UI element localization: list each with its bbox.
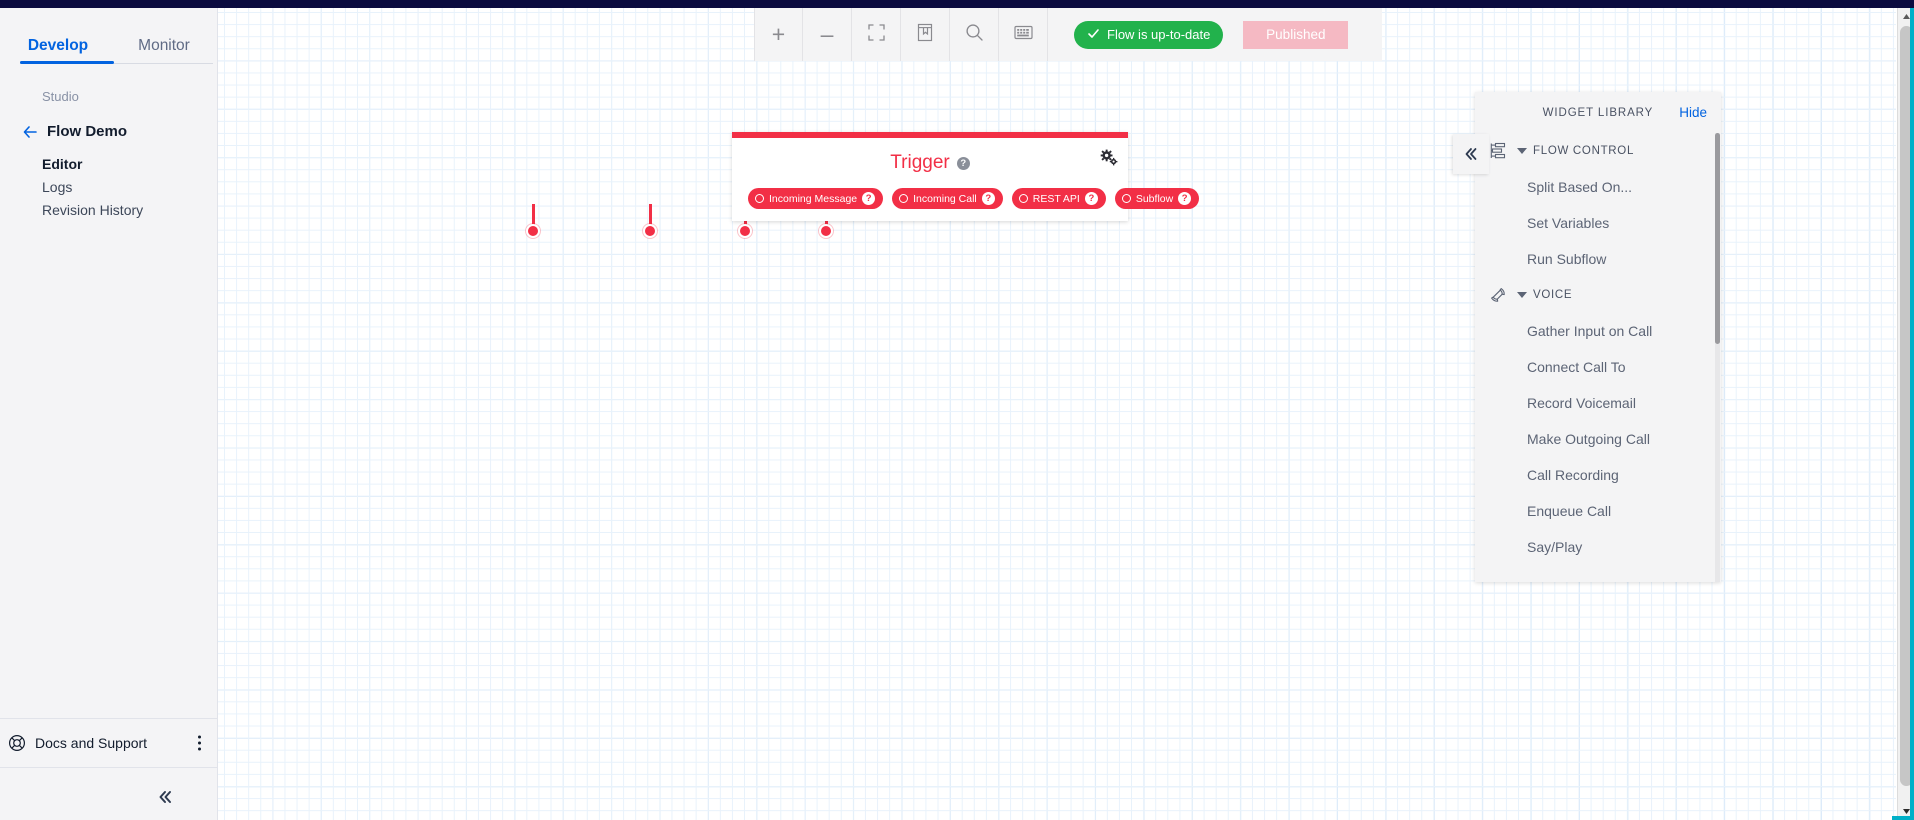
widget-title-text: Trigger [890, 152, 950, 173]
widget-title: Trigger ? [732, 152, 1128, 174]
phone-icon [1489, 286, 1507, 304]
window-edge-highlight-bottom [1892, 816, 1914, 820]
widget-library-collapse-button[interactable] [1453, 134, 1489, 174]
connector-line [531, 204, 535, 236]
question-mark-icon[interactable]: ? [1178, 192, 1192, 205]
library-item-split-based-on[interactable]: Split Based On... [1527, 179, 1633, 195]
check-icon [1087, 27, 1100, 43]
sidebar-collapse-button[interactable] [155, 787, 175, 807]
tab-monitor[interactable]: Monitor [138, 37, 190, 54]
caret-down-icon [1517, 292, 1527, 298]
docs-and-support-label: Docs and Support [35, 735, 148, 751]
minus-icon: – [820, 21, 834, 47]
library-item-say-play[interactable]: Say/Play [1527, 539, 1583, 555]
question-mark-icon[interactable]: ? [1084, 192, 1098, 205]
docs-and-support-row[interactable]: Docs and Support [0, 718, 217, 768]
circle-outline-icon [1121, 194, 1131, 203]
library-section-flow-control[interactable]: FLOW CONTROL [1475, 133, 1721, 169]
app-top-bar [0, 0, 1914, 8]
library-section-label: FLOW CONTROL [1533, 145, 1635, 157]
library-item-make-outgoing-call[interactable]: Make Outgoing Call [1527, 431, 1650, 447]
breadcrumb-studio: Studio [42, 89, 79, 104]
pill-label: REST API [1032, 192, 1080, 205]
circle-outline-icon [1018, 194, 1028, 203]
widget-library-hide-button[interactable]: Hide [1679, 105, 1707, 120]
window-edge-highlight [1910, 8, 1914, 820]
sidebar-tabs: Develop Monitor [0, 8, 217, 64]
connector-line [648, 204, 652, 236]
pill-label: Subflow [1135, 192, 1174, 205]
library-section-voice[interactable]: VOICE [1475, 277, 1721, 313]
tab-develop[interactable]: Develop [27, 37, 89, 54]
gears-icon[interactable] [1099, 148, 1119, 168]
keyboard-shortcuts-button[interactable] [999, 8, 1048, 61]
page-scrollbar-thumb[interactable] [1900, 26, 1913, 786]
connector-endpoint-dot[interactable] [738, 224, 752, 238]
widget-library-title: WIDGET LIBRARY [1542, 106, 1654, 119]
book-icon [917, 23, 934, 47]
trigger-pill-incoming-call[interactable]: Incoming Call ? [892, 188, 1003, 209]
widget-body: Trigger ? [732, 138, 1200, 221]
lifebuoy-icon [8, 734, 26, 752]
widget-library-panel: WIDGET LIBRARY Hide [1453, 92, 1721, 582]
widget-library-header: WIDGET LIBRARY Hide [1475, 92, 1721, 133]
widget-accent-bar [732, 132, 1128, 138]
library-item-enqueue-call[interactable]: Enqueue Call [1527, 503, 1612, 519]
caret-down-icon [1517, 148, 1527, 154]
library-item-connect-call-to[interactable]: Connect Call To [1527, 359, 1626, 375]
library-item-gather-input-on-call[interactable]: Gather Input on Call [1527, 323, 1653, 339]
arrow-left-icon [22, 124, 38, 140]
zoom-out-button[interactable]: – [803, 8, 852, 61]
trigger-pill-incoming-message[interactable]: Incoming Message ? [748, 188, 884, 209]
scroll-up-arrow-icon[interactable] [1898, 8, 1914, 25]
sidebar-item-editor[interactable]: Editor [42, 156, 83, 172]
fit-screen-icon [867, 23, 885, 46]
flow-canvas[interactable]: + – [218, 8, 1896, 820]
keyboard-icon [1013, 25, 1033, 45]
widget-library-list[interactable]: FLOW CONTROL Split Based On... Set Varia… [1475, 133, 1721, 582]
fit-to-screen-button[interactable] [852, 8, 901, 61]
library-item-run-subflow[interactable]: Run Subflow [1527, 251, 1607, 267]
sidebar-item-revision-history[interactable]: Revision History [42, 202, 144, 218]
connector-endpoint-dot[interactable] [819, 224, 833, 238]
question-mark-icon[interactable]: ? [956, 156, 970, 170]
trigger-pill-subflow[interactable]: Subflow ? [1114, 188, 1200, 209]
flow-status-label: Flow is up-to-date [1107, 27, 1211, 42]
library-section-label: VOICE [1533, 289, 1573, 301]
pill-label: Incoming Call [913, 192, 977, 205]
canvas-toolbar: + – [754, 8, 1382, 61]
trigger-widget[interactable]: Trigger ? [732, 132, 1200, 221]
library-item-set-variables[interactable]: Set Variables [1527, 215, 1610, 231]
question-mark-icon[interactable]: ? [862, 192, 876, 205]
sidebar-item-logs[interactable]: Logs [42, 179, 73, 195]
tab-active-underline [20, 61, 114, 64]
widget-library-button[interactable] [901, 8, 950, 61]
connector-endpoint-dot[interactable] [643, 224, 657, 238]
kebab-menu-icon[interactable] [198, 735, 201, 751]
scroll-down-arrow-icon[interactable] [1898, 803, 1914, 820]
library-item-record-voicemail[interactable]: Record Voicemail [1527, 395, 1636, 411]
connector-endpoint-dot[interactable] [526, 224, 540, 238]
page-vertical-scrollbar[interactable] [1897, 8, 1914, 820]
widget-library-scrollbar-thumb[interactable] [1715, 133, 1720, 344]
flow-name-label: Flow Demo [47, 123, 128, 140]
flow-back-link[interactable]: Flow Demo [22, 123, 127, 140]
circle-outline-icon [755, 194, 764, 203]
trigger-pill-rest-api[interactable]: REST API ? [1011, 188, 1106, 209]
search-button[interactable] [950, 8, 999, 61]
zoom-in-button[interactable]: + [754, 8, 803, 61]
left-sidebar: Develop Monitor Studio Flow Demo Editor … [0, 8, 218, 820]
flow-control-icon [1489, 142, 1507, 160]
library-item-call-recording[interactable]: Call Recording [1527, 467, 1619, 483]
circle-outline-icon [899, 194, 909, 203]
plus-icon: + [771, 21, 786, 47]
question-mark-icon[interactable]: ? [981, 192, 995, 205]
trigger-pill-row: Incoming Message ? Incoming Call ? REST … [732, 188, 1200, 209]
search-icon [965, 23, 984, 47]
flow-status-badge[interactable]: Flow is up-to-date [1074, 20, 1224, 49]
pill-label: Incoming Message [769, 192, 858, 205]
tabs-divider [20, 63, 213, 64]
widget-library-scrollbar-track[interactable] [1715, 133, 1720, 582]
publish-button[interactable]: Published [1243, 20, 1349, 49]
